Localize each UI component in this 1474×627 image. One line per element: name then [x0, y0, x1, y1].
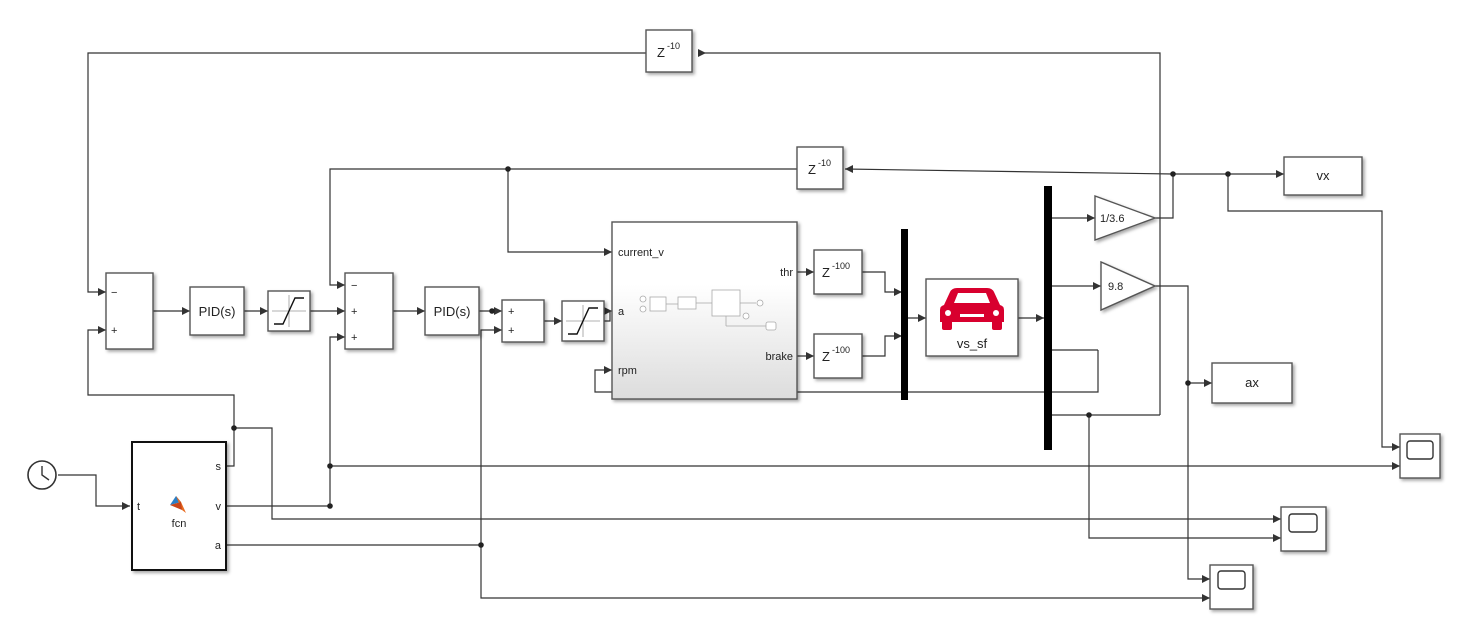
gain-speed-label: 1/3.6 — [1100, 213, 1124, 225]
controller-subsystem[interactable]: current_v a rpm thr brake — [611, 221, 798, 400]
pid-block-1[interactable]: PID(s) — [189, 286, 245, 336]
delay-block-mid[interactable]: Z -10 — [796, 146, 844, 190]
scope-block-1[interactable] — [1399, 433, 1441, 479]
sum-block-3[interactable]: + + — [501, 299, 545, 343]
delay-mid-base: Z — [808, 162, 816, 177]
delay-brake-exp: -100 — [832, 345, 850, 355]
saturation-block-2[interactable] — [561, 300, 605, 342]
scope-block-2[interactable] — [1280, 506, 1327, 552]
vehicle-block[interactable]: vs_sf — [925, 278, 1019, 357]
fcn-output-a: a — [215, 540, 222, 552]
sum-block-2[interactable]: − + + — [344, 272, 394, 350]
delay-block-thr[interactable]: Z -100 — [813, 249, 863, 295]
fcn-output-s: s — [216, 461, 222, 473]
sum1-sign-2: + — [111, 325, 117, 337]
subsystem-input-rpm: rpm — [618, 365, 637, 377]
delay-thr-base: Z — [822, 265, 830, 280]
pid1-label: PID(s) — [199, 304, 236, 319]
delay-top-exp: -10 — [667, 41, 680, 51]
delay-block-top[interactable]: Z -10 — [645, 29, 693, 73]
saturation-icon — [272, 295, 306, 327]
sum3-sign-1: + — [508, 306, 514, 318]
scope-icon — [1217, 570, 1246, 590]
gain-accel-label: 9.8 — [1108, 281, 1123, 293]
delay-thr-exp: -100 — [832, 261, 850, 271]
delay-block-brake[interactable]: Z -100 — [813, 333, 863, 379]
car-icon — [940, 288, 1004, 330]
sum2-sign-3: + — [351, 332, 357, 344]
mux-block[interactable] — [901, 229, 908, 400]
pid2-label: PID(s) — [434, 304, 471, 319]
outport-vx-label: vx — [1317, 168, 1331, 183]
sum2-sign-1: − — [351, 280, 357, 292]
outport-ax[interactable]: ax — [1211, 362, 1293, 404]
signal-lines — [58, 52, 1400, 599]
delay-brake-base: Z — [822, 349, 830, 364]
sum1-sign-1: − — [111, 287, 117, 299]
sum-block-1[interactable]: − + — [105, 272, 154, 350]
subsystem-preview-icon — [639, 289, 777, 331]
saturation-block-1[interactable] — [267, 290, 311, 332]
matlab-logo-icon — [170, 496, 186, 513]
sum2-sign-2: + — [351, 306, 357, 318]
subsystem-input-a: a — [618, 306, 625, 318]
subsystem-output-thr: thr — [780, 267, 793, 279]
gain-block-speed[interactable]: 1/3.6 — [1094, 194, 1158, 242]
saturation-icon — [566, 305, 600, 337]
fcn-output-v: v — [216, 501, 222, 513]
vehicle-label: vs_sf — [957, 336, 988, 351]
subsystem-input-current-v: current_v — [618, 247, 664, 259]
scope-icon — [1288, 513, 1318, 533]
scope-icon — [1406, 440, 1434, 460]
sum3-sign-2: + — [508, 325, 514, 337]
scope-block-3[interactable] — [1209, 564, 1254, 610]
subsystem-output-brake: brake — [765, 351, 793, 363]
fcn-label: fcn — [172, 518, 187, 530]
fcn-input-t: t — [137, 501, 140, 513]
arrowheads — [98, 49, 1400, 602]
branch-points — [231, 166, 1231, 548]
pid-block-2[interactable]: PID(s) — [424, 286, 480, 336]
delay-top-base: Z — [657, 45, 665, 60]
matlab-function-block[interactable]: fcn t s v a — [131, 441, 227, 571]
outport-ax-label: ax — [1245, 375, 1259, 390]
outport-vx[interactable]: vx — [1283, 156, 1363, 196]
delay-mid-exp: -10 — [818, 158, 831, 168]
demux-block[interactable] — [1044, 186, 1052, 450]
clock-block[interactable] — [27, 460, 57, 490]
gain-block-accel[interactable]: 9.8 — [1100, 260, 1157, 312]
